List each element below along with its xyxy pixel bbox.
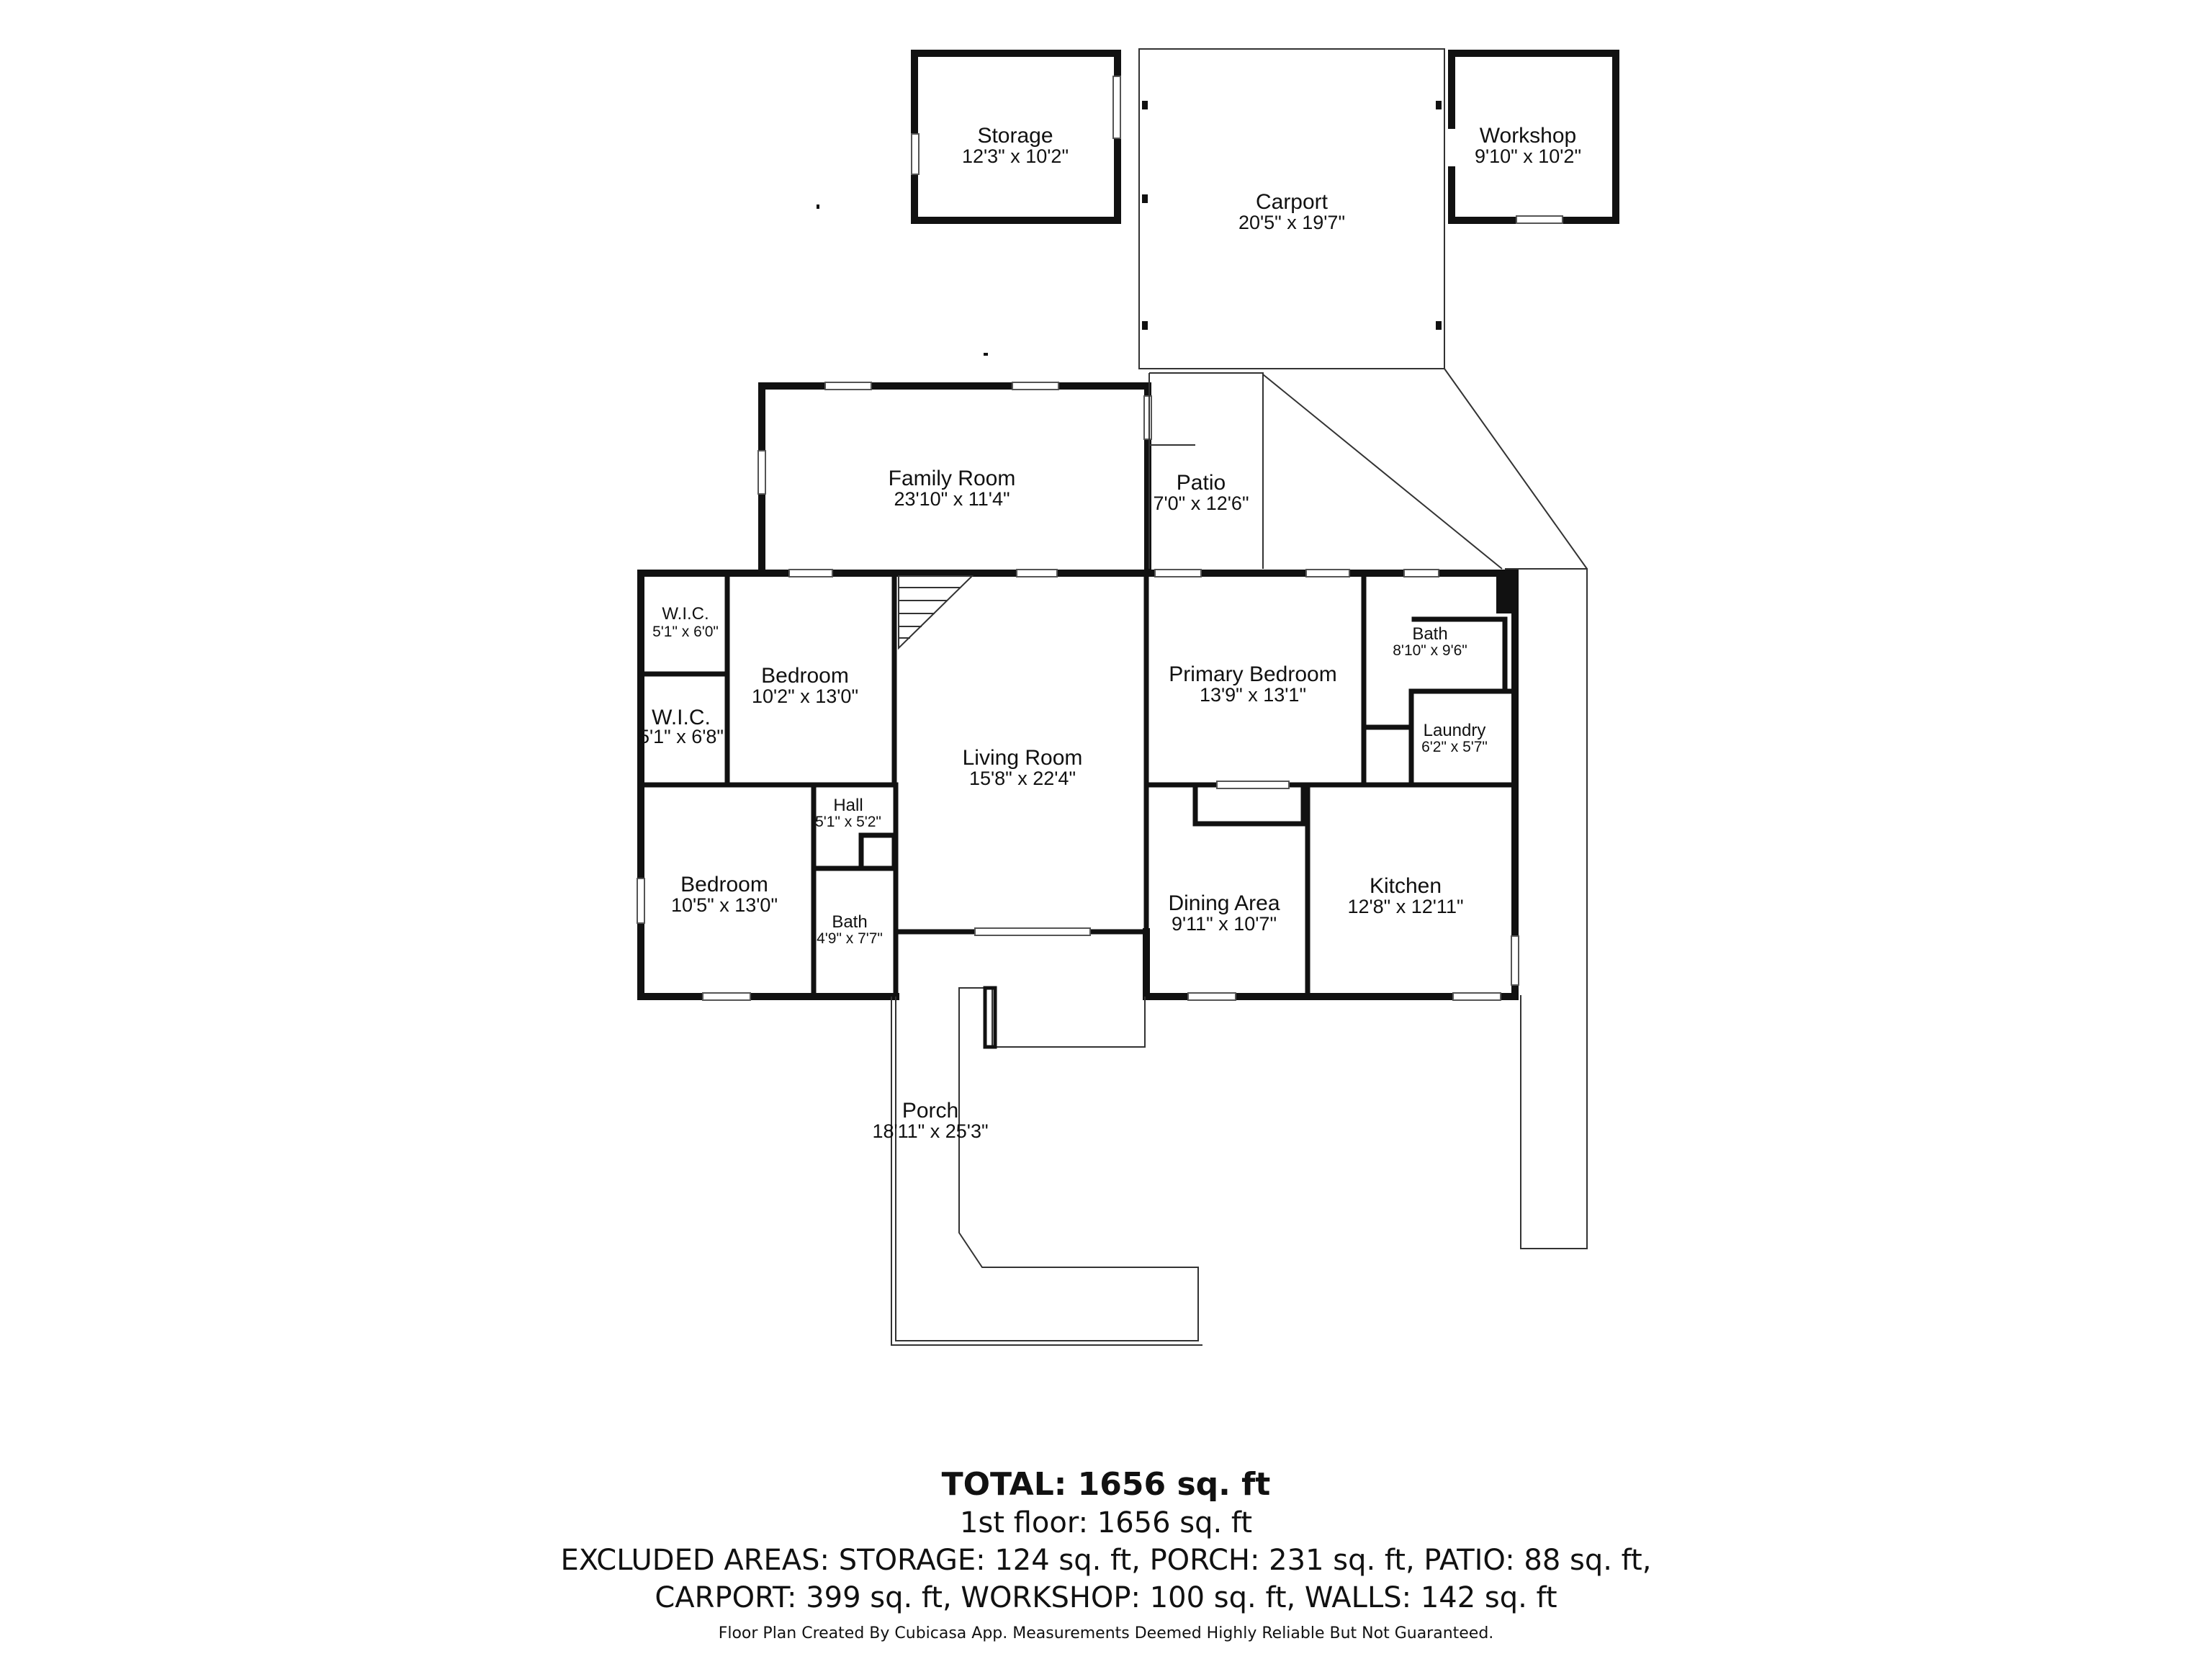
hall-name: Hall (833, 796, 863, 815)
wic-upper-dim: 5'1" x 6'0" (652, 624, 719, 640)
disclaimer-credit: Floor Plan Created By Cubicasa App. Meas… (718, 1624, 1494, 1642)
workshop-dim: 9'10" x 10'2" (1475, 145, 1581, 167)
porch-dim: 18'11" x 25'3" (872, 1120, 988, 1142)
primary-bedroom-dim: 13'9" x 13'1" (1200, 684, 1306, 706)
primary-bedroom-name: Primary Bedroom (1169, 662, 1336, 686)
workshop-name: Workshop (1480, 124, 1577, 148)
family-room-dim: 23'10" x 11'4" (894, 488, 1010, 510)
bath-primary-name: Bath (1412, 624, 1447, 644)
dining-area-name: Dining Area (1168, 891, 1280, 915)
storage-name: Storage (977, 124, 1053, 148)
bedroom-2-name: Bedroom (680, 873, 768, 896)
family-room-name: Family Room (889, 467, 1016, 490)
patio-dim: 7'0" x 12'6" (1153, 493, 1249, 514)
kitchen-dim: 12'8" x 12'11" (1347, 896, 1463, 917)
bedroom-2-dim: 10'5" x 13'0" (671, 894, 778, 916)
porch-name: Porch (902, 1099, 958, 1123)
stairs-hatch (898, 575, 974, 650)
bedroom-1-name: Bedroom (761, 664, 849, 688)
carport-dim: 20'5" x 19'7" (1238, 212, 1345, 233)
porch-outline (891, 986, 1202, 1346)
excluded-areas-line-1: EXCLUDED AREAS: STORAGE: 124 sq. ft, POR… (560, 1544, 1652, 1577)
storage-dim: 12'3" x 10'2" (962, 145, 1069, 167)
hall-dim: 5'1" x 5'2" (815, 814, 881, 830)
storage-building (911, 50, 1121, 224)
dining-area-dim: 9'11" x 10'7" (1172, 913, 1277, 935)
marker (817, 204, 819, 209)
bath-hall-dim: 4'9" x 7'7" (817, 930, 883, 947)
living-room-name: Living Room (963, 746, 1083, 770)
bedroom-1-dim: 10'2" x 13'0" (752, 685, 858, 707)
patio-outline (1148, 372, 1264, 569)
laundry-name: Laundry (1424, 721, 1486, 740)
laundry-dim: 6'2" x 5'7" (1421, 739, 1488, 755)
wic-lower-name: W.I.C. (652, 706, 711, 729)
marker (984, 353, 988, 356)
patio-name: Patio (1177, 471, 1226, 495)
room-labels: Storage 12'3" x 10'2" Carport 20'5" x 19… (639, 124, 1581, 1142)
carport-name: Carport (1256, 190, 1328, 214)
family-room-walls (757, 382, 1152, 572)
total-area: TOTAL: 1656 sq. ft (941, 1466, 1271, 1503)
bath-hall-name: Bath (832, 912, 867, 932)
side-walkway (1505, 568, 1588, 1249)
workshop-building (1448, 50, 1619, 224)
wic-lower-dim: 5'1" x 6'8" (639, 726, 724, 747)
bath-primary-dim: 8'10" x 9'6" (1393, 642, 1467, 659)
wic-upper-name: W.I.C. (662, 604, 709, 624)
kitchen-name: Kitchen (1370, 874, 1442, 898)
excluded-areas-line-2: CARPORT: 399 sq. ft, WORKSHOP: 100 sq. f… (655, 1581, 1557, 1614)
living-room-dim: 15'8" x 22'4" (969, 768, 1076, 789)
carport-roof-lines (1262, 368, 1588, 570)
house-windows (637, 569, 1519, 1001)
first-floor-area: 1st floor: 1656 sq. ft (960, 1506, 1252, 1539)
